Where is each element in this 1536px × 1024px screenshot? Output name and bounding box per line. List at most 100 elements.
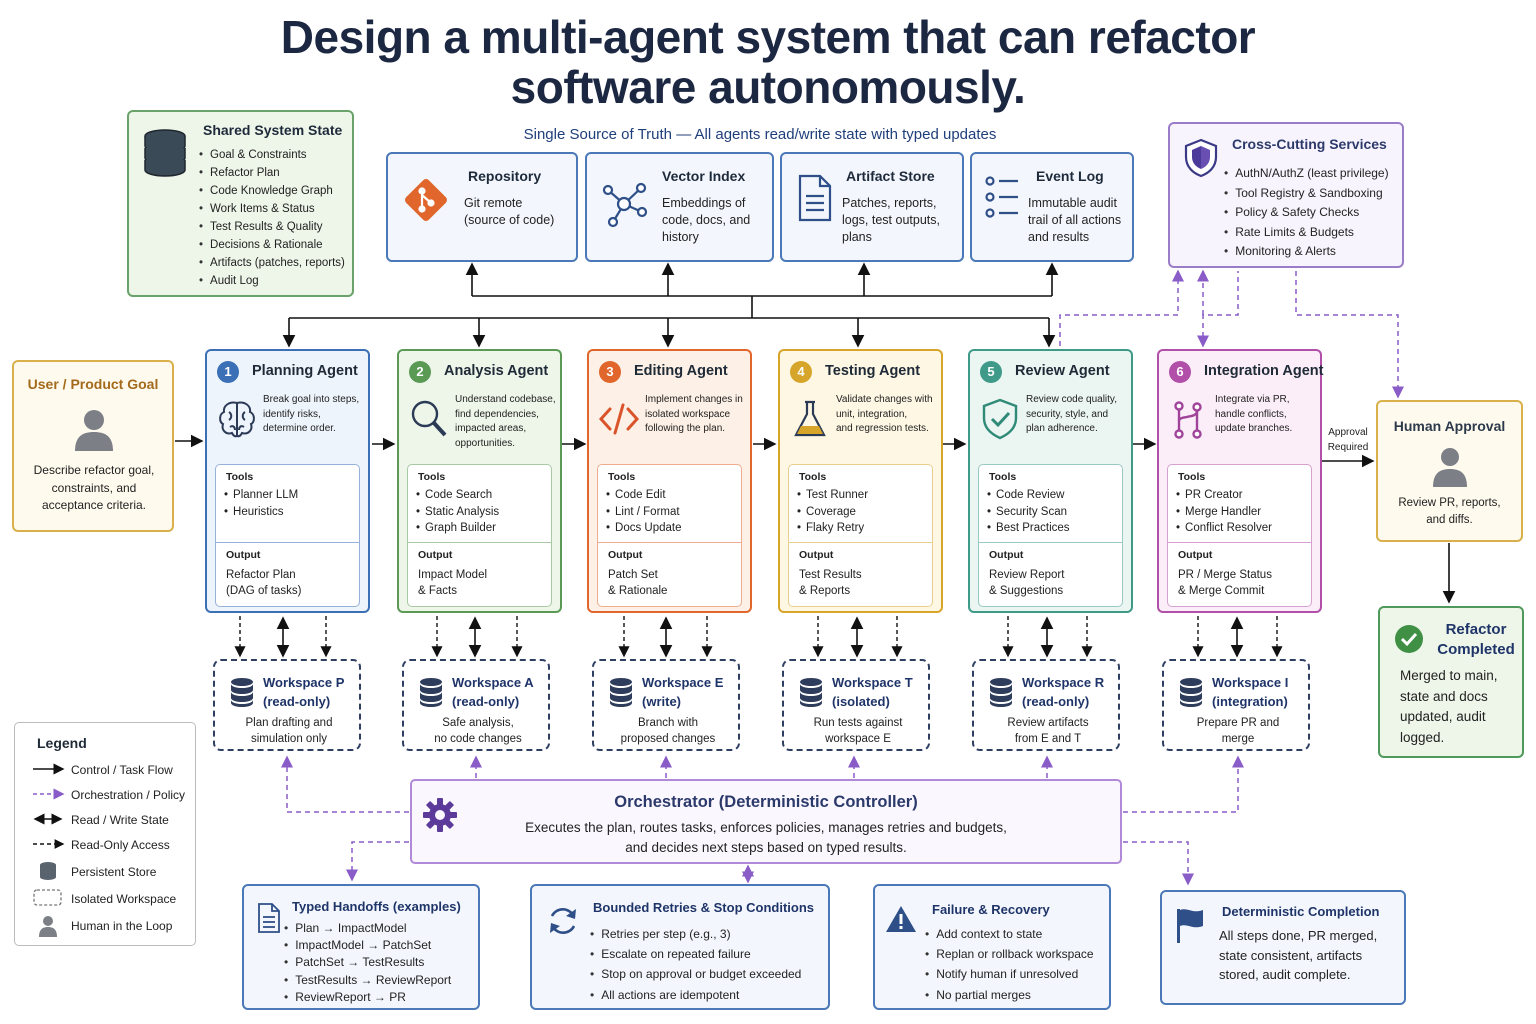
agent-name: Testing Agent: [825, 363, 921, 379]
list-item: PR Creator: [1176, 487, 1272, 504]
database-icon: [231, 678, 253, 707]
orchestrator-title: Orchestrator (Deterministic Controller): [614, 793, 918, 811]
human-approval[interactable]: Human Approval Review PR, reports, and d…: [1376, 400, 1523, 542]
text-line: Approval: [1328, 427, 1368, 438]
legend-item: Control / Task Flow: [71, 763, 173, 777]
text-line: logs, test outputs,: [842, 213, 940, 227]
brain-icon: [219, 401, 255, 438]
legend-item: Human in the Loop: [71, 919, 173, 933]
check-circle-icon: [1395, 625, 1423, 653]
output-label: Output: [1178, 549, 1213, 561]
warning-icon: [886, 906, 916, 932]
list-item: Escalate on repeated failure: [590, 944, 801, 964]
list-item: TestResults → ReviewReport: [284, 972, 451, 989]
list-item: ImpactModel → PatchSet: [284, 937, 451, 954]
card-list: Add context to state Replan or rollback …: [925, 924, 1094, 1005]
text-line: handle conflicts,: [1215, 408, 1287, 420]
text-line: Run tests against: [813, 717, 903, 729]
list-item: Lint / Format: [606, 504, 682, 521]
workspace-mode: (isolated): [832, 694, 890, 709]
database-icon: [800, 678, 822, 707]
text-line: acceptance criteria.: [41, 498, 147, 512]
text-line: proposed changes: [620, 733, 716, 745]
text-line: trail of all actions: [1028, 213, 1122, 227]
store-title: Artifact Store: [846, 168, 935, 184]
text-line: and diffs.: [1426, 513, 1473, 526]
list-item: AuthN/AuthZ (least privilege): [1224, 164, 1388, 184]
agent-tools: ToolsCode EditLint / FormatDocs Update: [597, 464, 742, 544]
legend-human-icon: [39, 916, 57, 937]
store-description: Embeddings of code, docs, and history: [662, 195, 750, 246]
person-icon: [75, 410, 113, 451]
text-line: plan adherence.: [1026, 423, 1098, 434]
legend-item: Read / Write State: [71, 813, 169, 827]
refactor-completed-title: Refactor Completed: [1432, 620, 1520, 659]
workspace-title: Workspace E: [642, 675, 724, 690]
output-label: Output: [799, 549, 834, 561]
text-line: and decides next steps based on typed re…: [625, 839, 907, 855]
agent-name: Planning Agent: [252, 363, 358, 379]
text-line: constraints, and: [51, 480, 137, 495]
vector-index-store: Vector Index Embeddings of code, docs, a…: [585, 152, 774, 262]
text-line: & Rationale: [608, 585, 668, 597]
workspace-mode: (read-only): [263, 694, 331, 709]
git-icon: [405, 179, 447, 221]
workspace-mode: (write): [642, 694, 681, 709]
tools-list: Code EditLint / FormatDocs Update: [606, 487, 682, 537]
tools-list: PR CreatorMerge HandlerConflict Resolver: [1176, 487, 1272, 537]
text-line: determine order.: [263, 423, 336, 434]
text-line: Executes the plan, routes tasks, enforce…: [525, 820, 1007, 835]
gear-icon: [423, 798, 457, 832]
text-line: Test Results: [799, 569, 862, 581]
flask-icon: [794, 400, 826, 437]
text-line: Patches, reports,: [842, 196, 937, 210]
step-number-badge: 2: [409, 361, 431, 383]
list-item: Rate Limits & Budgets: [1224, 223, 1389, 243]
text-line: Review Report: [989, 569, 1065, 581]
text-line: Validate changes with: [836, 394, 933, 405]
text-line: Embeddings of: [662, 196, 746, 210]
database-icon: [1180, 678, 1202, 707]
orchestrator: Orchestrator (Deterministic Controller) …: [410, 779, 1122, 864]
card-title: Deterministic Completion: [1222, 904, 1380, 919]
text-line: security, style, and: [1026, 408, 1109, 420]
refactor-completed: Refactor Completed Merged to main, state…: [1378, 606, 1524, 758]
text-line: Impact Model: [418, 569, 488, 581]
human-approval-description: Review PR, reports, and diffs.: [1378, 495, 1521, 528]
user-goal-description: Describe refactor goal, constraints, and…: [22, 462, 166, 515]
list-item: All actions are idempotent: [590, 985, 801, 1005]
text-line: PR / Merge Status: [1178, 569, 1272, 581]
card-title: Failure & Recovery: [932, 902, 1050, 917]
step-number-badge: 3: [599, 361, 621, 383]
text-line: Patch Set: [608, 569, 658, 581]
list-item: Notify human if unresolved: [925, 964, 1094, 984]
output-label: Output: [418, 549, 453, 561]
output-text: Review Report & Suggestions: [989, 567, 1064, 599]
list-item: Conflict Resolver: [1176, 520, 1272, 537]
text-line: & Reports: [799, 585, 851, 597]
text-line: find dependencies,: [455, 408, 539, 420]
store-description: Patches, reports, logs, test outputs, pl…: [842, 195, 940, 246]
tools-list: Planner LLMHeuristics: [224, 487, 298, 520]
orch-to-integration-ws: [1123, 755, 1244, 813]
shared-system-state: Shared System State Goal & Constraints R…: [127, 110, 354, 297]
legend-title: Legend: [37, 735, 87, 751]
text-line: & Suggestions: [989, 585, 1064, 597]
text-line: Git remote: [464, 196, 523, 210]
workspace-title: Workspace I: [1212, 675, 1289, 690]
list-icon: [985, 176, 1018, 218]
text-line: history: [662, 230, 699, 244]
text-line: logged.: [1400, 729, 1445, 745]
text-line: impacted areas,: [455, 423, 527, 434]
